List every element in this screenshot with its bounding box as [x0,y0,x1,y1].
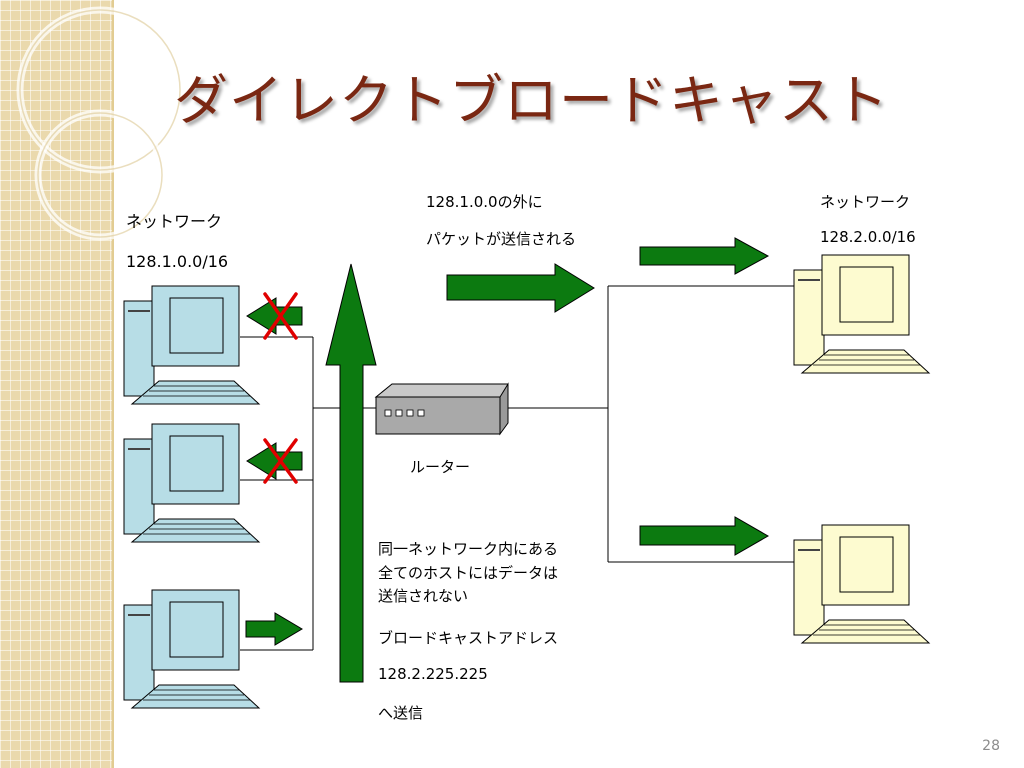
blocked-x-icon-2 [263,438,298,484]
slide-number: 28 [982,738,1000,754]
decorative-rings [16,6,184,241]
outbound-note-line2: パケットが送信される [426,230,577,248]
router-label: ルーター [410,458,471,476]
right-network-wiring [508,285,795,563]
outbound-arrow [446,263,595,313]
same-network-note-line1: 同一ネットワーク内にある [378,540,559,558]
same-network-note-line2: 全てのホストにはデータは [378,564,559,582]
slide-title: ダイレクトブロードキャスト [174,69,889,132]
broadcast-note-line3: へ送信 [378,704,424,722]
right-network-address: 128.2.0.0/16 [820,228,916,246]
broadcast-note-line2: 128.2.225.225 [378,665,488,683]
broadcast-note-line1: ブロードキャストアドレス [378,629,559,647]
left-arrow-blocked-2 [246,442,303,480]
right-network-label: ネットワーク [820,193,911,211]
blocked-x-icon-1 [263,292,298,340]
left-network-address: 128.1.0.0/16 [126,252,229,271]
left-network-wiring [240,336,376,651]
same-network-note-line3: 送信されない [378,587,469,605]
outbound-note-line1: 128.1.0.0の外に [426,193,543,211]
left-arrow-blocked-1 [246,297,303,335]
right-network-arrow-1 [639,237,770,275]
right-computer-1 [793,254,930,374]
left-network-label: ネットワーク [126,212,223,231]
router-icon [374,382,509,436]
left-computer-1 [123,285,260,405]
right-computer-2 [793,524,930,644]
broadcast-up-arrow [325,263,377,683]
right-network-arrow-2 [639,516,770,556]
left-computer-2 [123,423,260,543]
left-computer-3 [123,589,260,709]
left-arrow-3 [245,612,303,646]
